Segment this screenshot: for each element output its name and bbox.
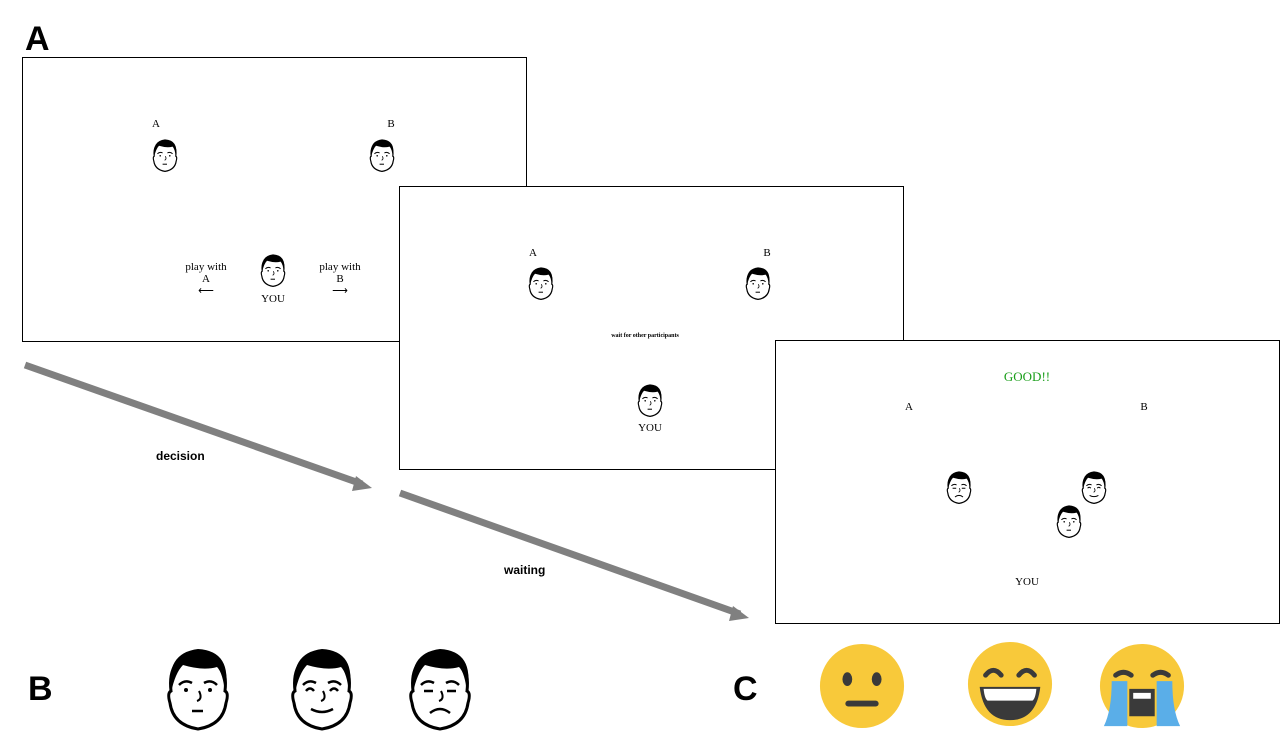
player-a-face-icon [527,265,555,301]
feedback-text: GOOD!! [1003,369,1051,384]
grinning-emoji-icon [966,640,1054,728]
waiting-arrow [398,489,749,621]
panel-label-c: C [733,670,758,708]
player-b-label: B [387,118,395,130]
panel-label-b: B [28,670,53,708]
decision-label: decision [156,449,205,463]
crying-emoji-icon [1098,642,1186,730]
sad-face-icon [405,643,475,733]
you-face-icon [636,382,664,418]
player-b-face-icon [368,137,396,173]
panel-label-a: A [25,20,50,58]
arrow-left-icon: ⟵ [198,285,214,297]
you-label: YOU [261,293,285,305]
play-with-a-text: play with [185,261,227,273]
player-b-label: B [1140,401,1148,413]
happy-face-icon [287,643,357,733]
sad-face-icon [945,469,973,505]
waiting-label: waiting [504,563,546,577]
player-b-face-icon [744,265,772,301]
neutral-face-icon [163,643,233,733]
player-b-label: B [763,247,771,259]
you-face-icon [259,252,287,288]
play-with-a-target: A [202,273,210,285]
decision-arrow [23,361,372,491]
play-with-b-target: B [336,273,344,285]
player-a-label: A [152,118,160,130]
arrow-right-icon: ⟶ [332,285,348,297]
player-a-label: A [529,247,537,259]
neutral-emoji-icon [818,642,906,730]
you-face-icon [1055,503,1083,539]
player-a-face-icon [151,137,179,173]
feedback-screen [775,340,1280,624]
player-a-label: A [905,401,913,413]
you-label: YOU [638,422,662,434]
happy-face-icon [1080,469,1108,505]
you-label: YOU [1015,576,1039,588]
play-with-b-text: play with [319,261,361,273]
wait-message: wait for other participants [611,333,679,339]
